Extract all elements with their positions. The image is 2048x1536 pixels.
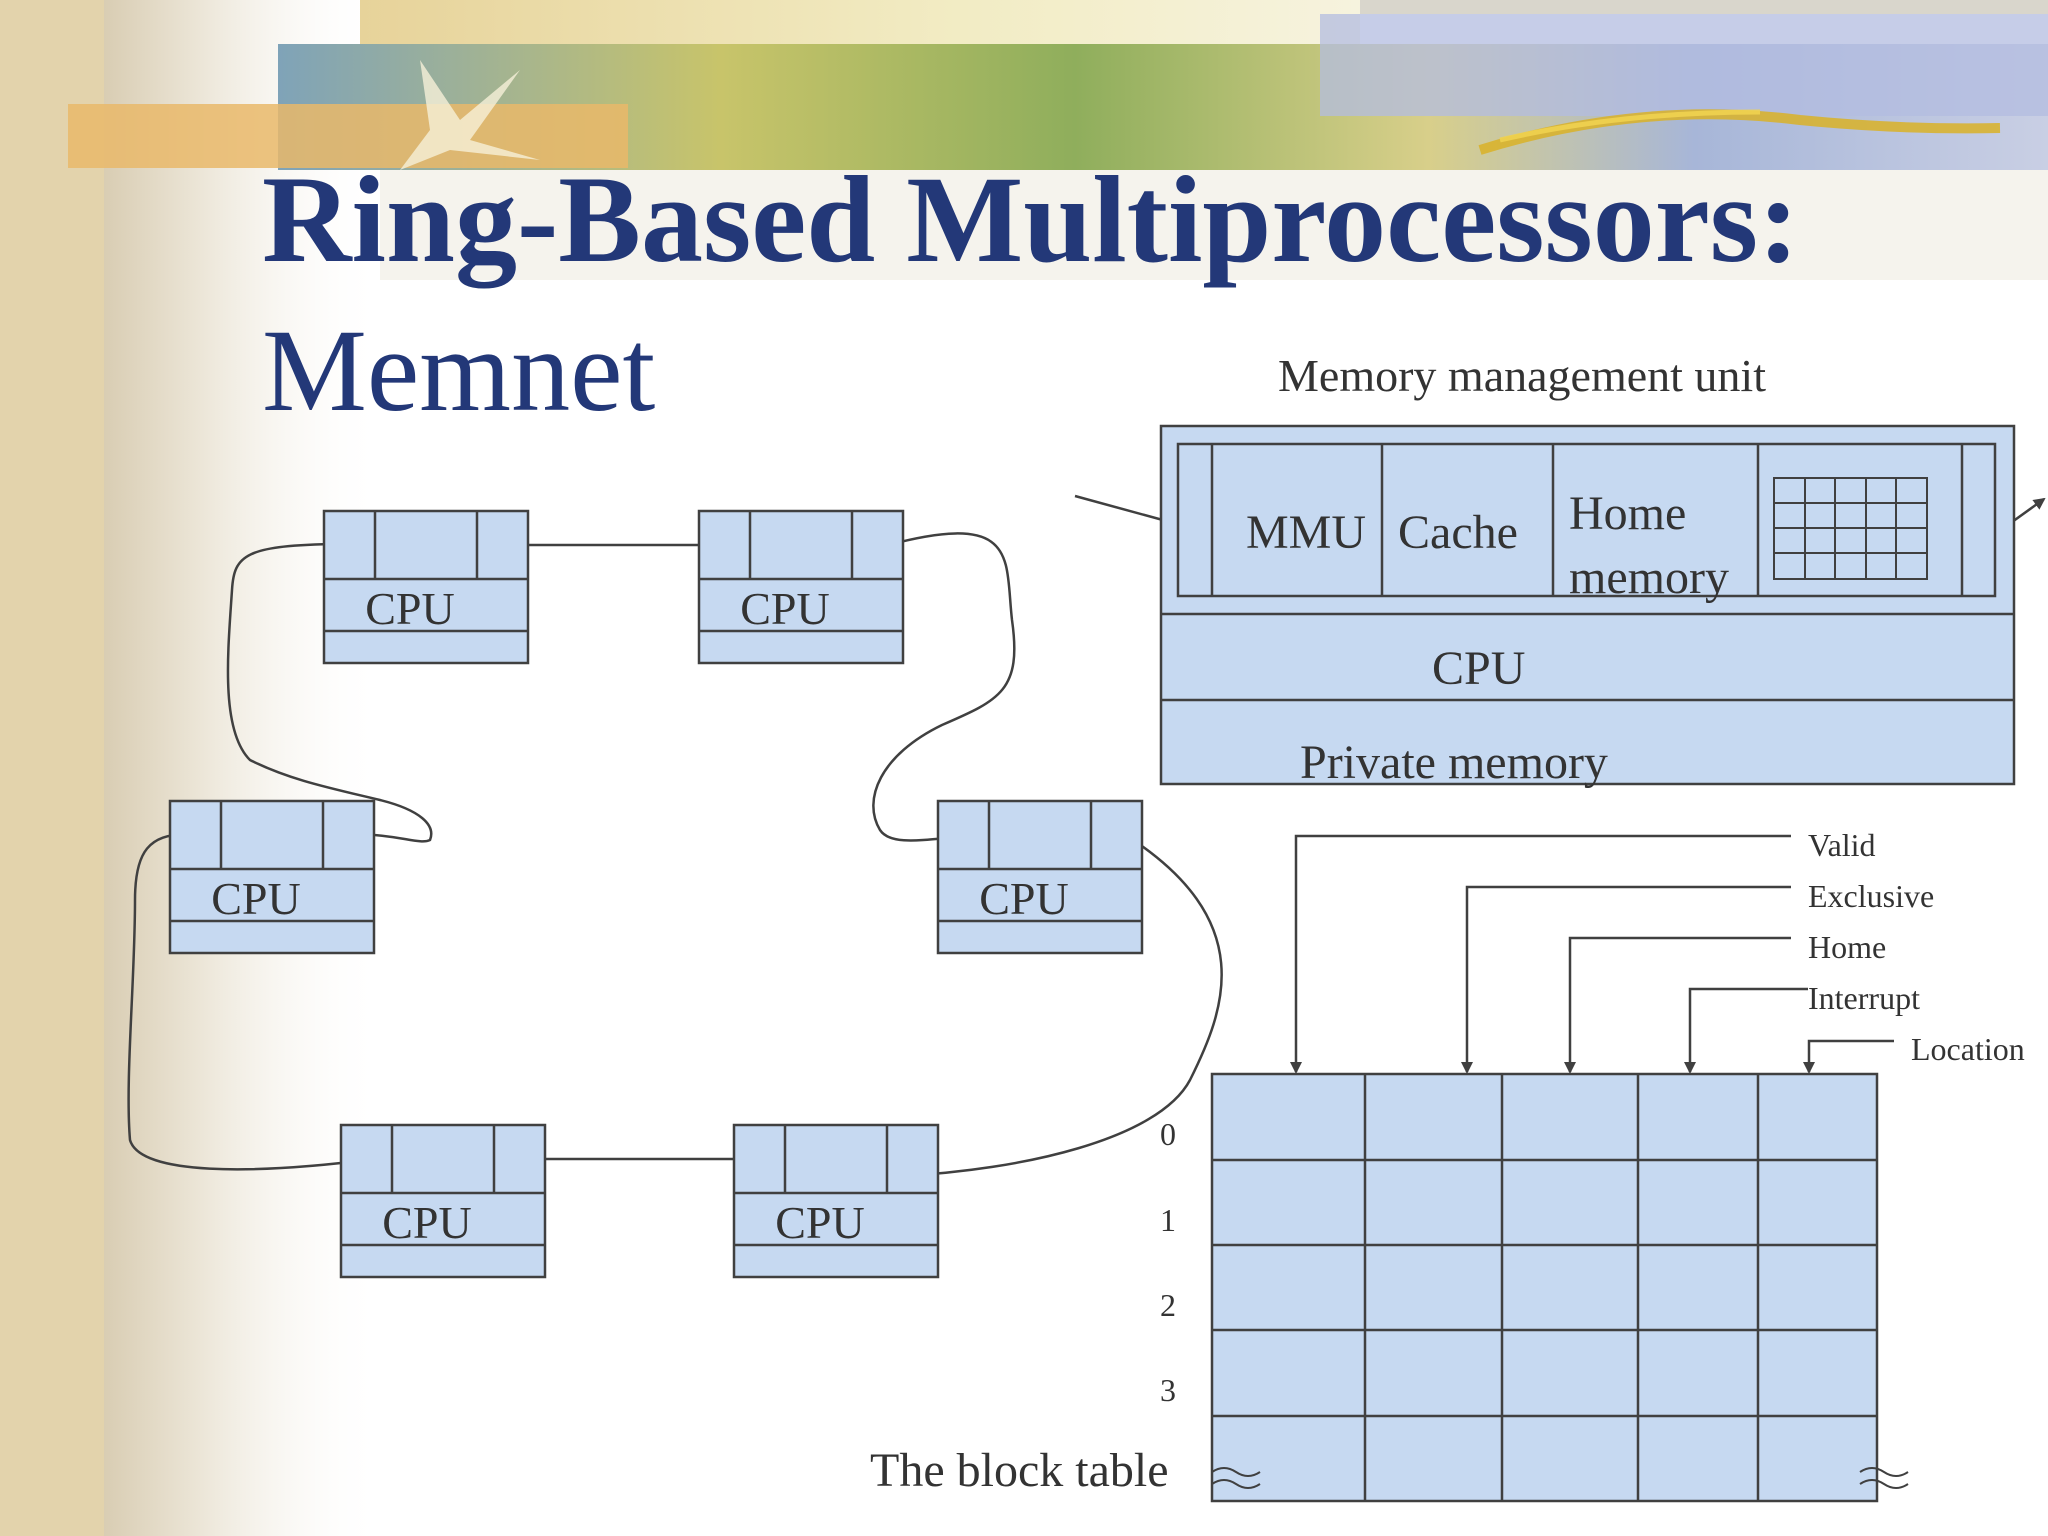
private-memory-label: Private memory bbox=[1300, 736, 1608, 789]
ring-node-4: CPU bbox=[936, 799, 1144, 955]
slide-subtitle: Memnet bbox=[262, 305, 656, 436]
ring-node-6: CPU bbox=[732, 1123, 940, 1279]
ring-node-label: CPU bbox=[365, 583, 454, 634]
mmu-cpu-label: CPU bbox=[1432, 642, 1526, 695]
row-index: 3 bbox=[1160, 1372, 1176, 1408]
mmu-caption: Memory management unit bbox=[1278, 350, 1766, 401]
block-table-caption: The block table bbox=[870, 1444, 1169, 1497]
row-index: 2 bbox=[1160, 1287, 1176, 1323]
mmu-mini-grid bbox=[1773, 477, 1928, 580]
column-label-exclusive: Exclusive bbox=[1808, 878, 1935, 914]
block-table bbox=[1210, 834, 1909, 1503]
slide-title: Ring-Based Multiprocessors: bbox=[262, 151, 1800, 288]
ring-node-5: CPU bbox=[339, 1123, 547, 1279]
column-label-valid: Valid bbox=[1808, 827, 1876, 863]
break-mark-right bbox=[1859, 1467, 1909, 1489]
cache-label: Cache bbox=[1398, 506, 1518, 559]
row-index: 0 bbox=[1160, 1116, 1176, 1152]
row-index: 1 bbox=[1160, 1202, 1176, 1238]
ring-node-label: CPU bbox=[775, 1197, 864, 1248]
column-label-interrupt: Interrupt bbox=[1808, 980, 1920, 1016]
mmu-label: MMU bbox=[1246, 506, 1367, 559]
mmu-detail bbox=[1074, 424, 2046, 786]
column-pointer-lines bbox=[1290, 834, 1894, 1074]
ring-connections bbox=[127, 532, 1223, 1178]
ring-node-3: CPU bbox=[168, 799, 376, 955]
home-memory-label-line2: memory bbox=[1569, 551, 1729, 604]
ring-node-label: CPU bbox=[979, 873, 1068, 924]
break-mark-left bbox=[1211, 1467, 1261, 1489]
column-label-home: Home bbox=[1808, 929, 1887, 965]
ring-node-label: CPU bbox=[740, 583, 829, 634]
ring-node-2: CPU bbox=[697, 509, 905, 665]
ring-node-1: CPU bbox=[322, 509, 530, 665]
column-label-location: Location bbox=[1911, 1031, 2025, 1067]
home-memory-label-line1: Home bbox=[1569, 487, 1687, 540]
ring-node-label: CPU bbox=[211, 873, 300, 924]
ring-node-label: CPU bbox=[382, 1197, 471, 1248]
